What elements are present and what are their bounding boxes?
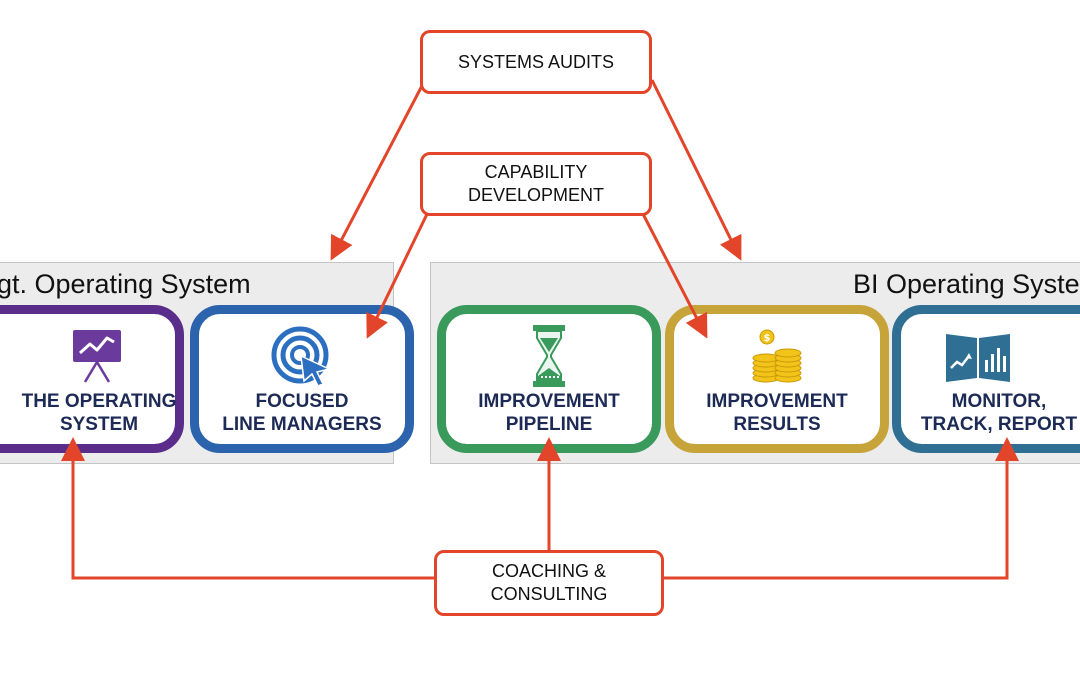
arrow-capability-to-line-managers (366, 211, 430, 339)
card-label: THE OPERATING SYSTEM (22, 390, 177, 436)
card-label-line2: RESULTS (733, 414, 821, 435)
arrow-coaching-to-operating-system (61, 437, 434, 580)
note-systems-audits: SYSTEMS AUDITS (420, 30, 652, 94)
card-label-line1: FOCUSED (255, 391, 349, 412)
note-line1: SYSTEMS AUDITS (457, 51, 615, 72)
note-capability-development: CAPABILITY DEVELOPMENT (420, 152, 652, 216)
note-coaching-consulting: COACHING & CONSULTING (434, 550, 664, 616)
note-line2: DEVELOPMENT (467, 185, 605, 205)
card-label-line1: MONITOR, (951, 391, 1047, 412)
card-label-line2: PIPELINE (505, 414, 593, 435)
arrow-capability-to-results (640, 211, 708, 339)
note-line2: CONSULTING (490, 584, 608, 604)
coins-icon: $ (749, 326, 805, 386)
card-label: IMPROVEMENT PIPELINE (478, 390, 619, 436)
note-line1: COACHING & (491, 561, 606, 581)
card-label: MONITOR, TRACK, REPORT (921, 390, 1077, 436)
arrow-audits-to-mgt (330, 79, 427, 261)
hourglass-icon (529, 325, 569, 387)
note-line1: CAPABILITY (484, 162, 588, 182)
panel-title-left: gt. Operating System (0, 269, 251, 299)
target-cursor-icon (271, 326, 333, 387)
card-label: IMPROVEMENT RESULTS (706, 390, 847, 436)
card-label-line2: SYSTEM (59, 414, 139, 435)
card-monitor-track-report: MONITOR, TRACK, REPORT (892, 305, 1080, 453)
card-improvement-pipeline: IMPROVEMENT PIPELINE (437, 305, 661, 453)
card-line-managers: FOCUSED LINE MANAGERS (190, 305, 414, 453)
panel-title-right: BI Operating Syste (853, 269, 1080, 299)
card-label-line2: TRACK, REPORT (920, 414, 1078, 435)
card-label-line2: LINE MANAGERS (222, 414, 382, 435)
arrow-coaching-to-monitor (664, 437, 1019, 580)
card-label-line1: IMPROVEMENT (478, 391, 620, 412)
svg-text:$: $ (764, 333, 771, 344)
card-label: FOCUSED LINE MANAGERS (222, 390, 381, 436)
chart-easel-icon (71, 326, 123, 386)
card-label-line1: THE OPERATING (21, 391, 177, 412)
card-operating-system: THE OPERATING SYSTEM (0, 305, 184, 453)
arrow-audits-to-bi (650, 79, 742, 261)
card-label-line1: IMPROVEMENT (706, 391, 848, 412)
dashboard-screen-icon (944, 326, 1012, 386)
